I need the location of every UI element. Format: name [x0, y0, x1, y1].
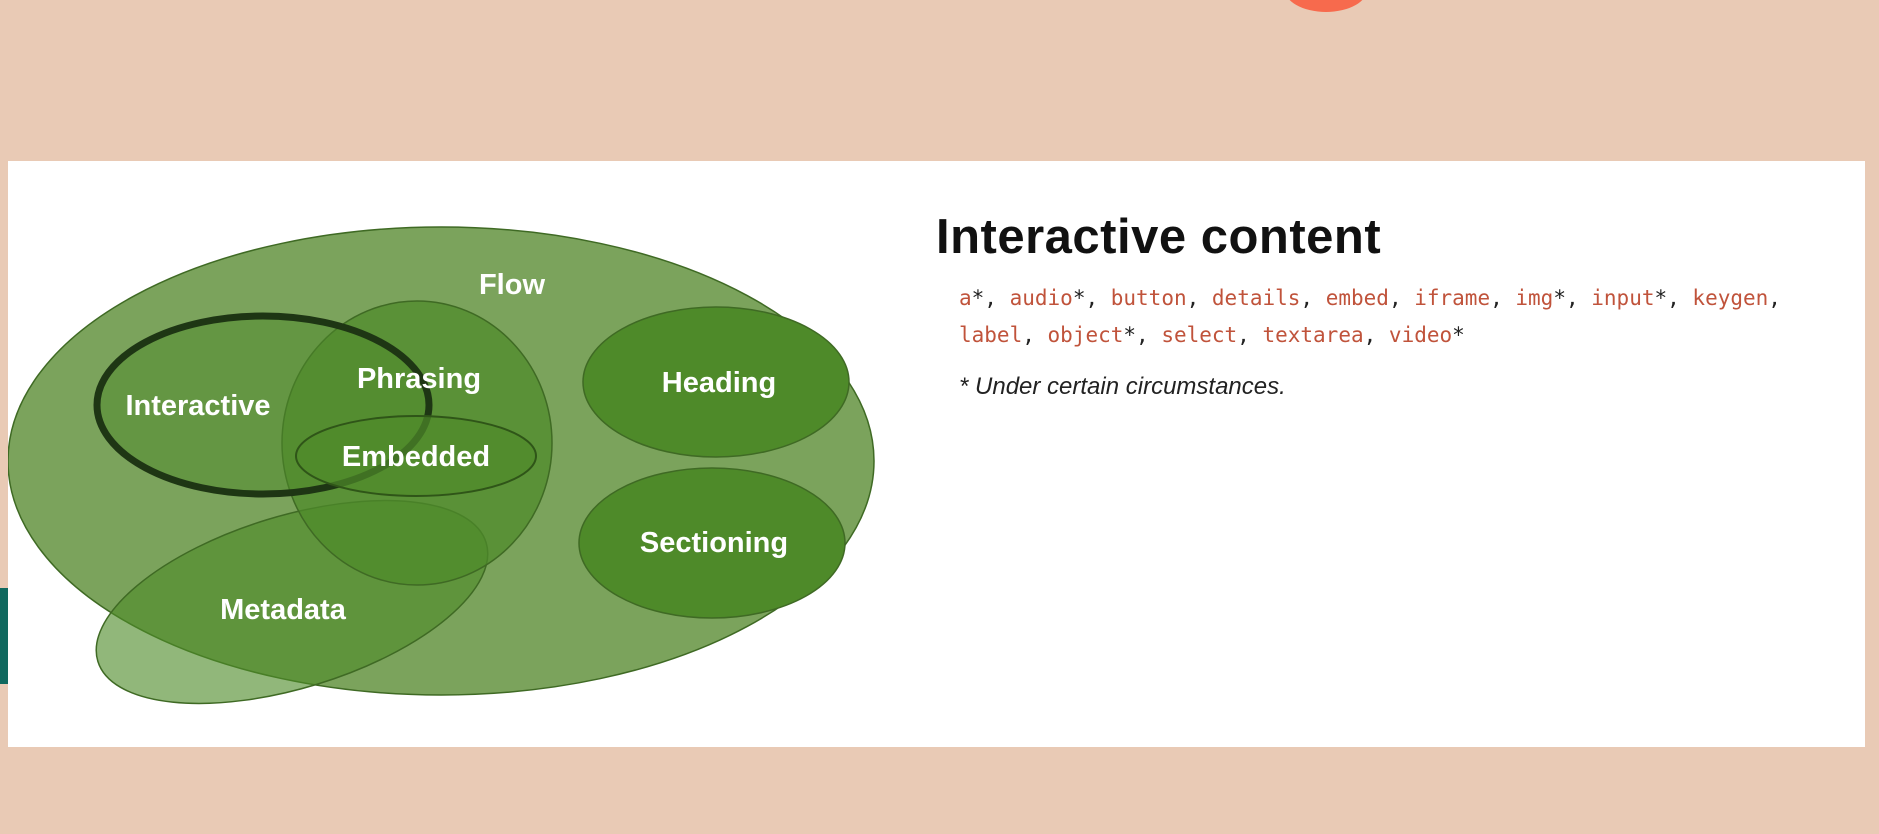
element-name: select	[1161, 323, 1238, 347]
element-name: embed	[1325, 286, 1389, 310]
interactive-label: Interactive	[125, 390, 270, 422]
element-separator: *,	[1654, 286, 1693, 310]
decorative-side-tab	[0, 588, 9, 684]
element-separator: ,	[1186, 286, 1212, 310]
element-separator: ,	[1022, 323, 1048, 347]
element-name: textarea	[1262, 323, 1364, 347]
element-separator: ,	[1363, 323, 1389, 347]
element-separator: ,	[1300, 286, 1326, 310]
element-name: img	[1515, 286, 1554, 310]
element-separator: *,	[1553, 286, 1592, 310]
element-name: iframe	[1414, 286, 1491, 310]
element-name: a	[959, 286, 972, 310]
element-name: label	[959, 323, 1023, 347]
content-title: Interactive content	[936, 210, 1382, 264]
element-separator: *,	[1072, 286, 1111, 310]
element-name: keygen	[1692, 286, 1769, 310]
element-name: details	[1211, 286, 1301, 310]
element-name: object	[1047, 323, 1124, 347]
interactive-elements-list: a*, audio*, button, details, embed, ifra…	[959, 280, 1839, 354]
metadata-label: Metadata	[220, 594, 347, 626]
content-categories-venn-diagram: Flow Interactive Phrasing Embedded Headi…	[8, 226, 875, 705]
slide: Flow Interactive Phrasing Embedded Headi…	[8, 161, 1865, 747]
phrasing-label: Phrasing	[357, 363, 481, 395]
element-separator: *,	[1123, 323, 1162, 347]
embedded-label: Embedded	[342, 441, 490, 473]
element-name: audio	[1009, 286, 1073, 310]
sectioning-label: Sectioning	[640, 527, 788, 559]
element-separator: ,	[1768, 286, 1781, 310]
element-separator: ,	[1388, 286, 1415, 310]
footnote: * Under certain circumstances.	[959, 373, 1286, 400]
flow-label: Flow	[479, 269, 545, 301]
decorative-accent-circle	[1284, 0, 1368, 12]
element-separator: *	[1452, 323, 1465, 347]
element-name: input	[1591, 286, 1655, 310]
element-name: video	[1388, 323, 1453, 347]
heading-region	[582, 306, 850, 458]
element-separator: ,	[1490, 286, 1516, 310]
element-separator: ,	[1237, 323, 1263, 347]
heading-label: Heading	[662, 367, 776, 399]
element-name: button	[1110, 286, 1187, 310]
embedded-region	[295, 415, 537, 497]
sectioning-region	[578, 467, 846, 619]
element-separator: *,	[971, 286, 1010, 310]
